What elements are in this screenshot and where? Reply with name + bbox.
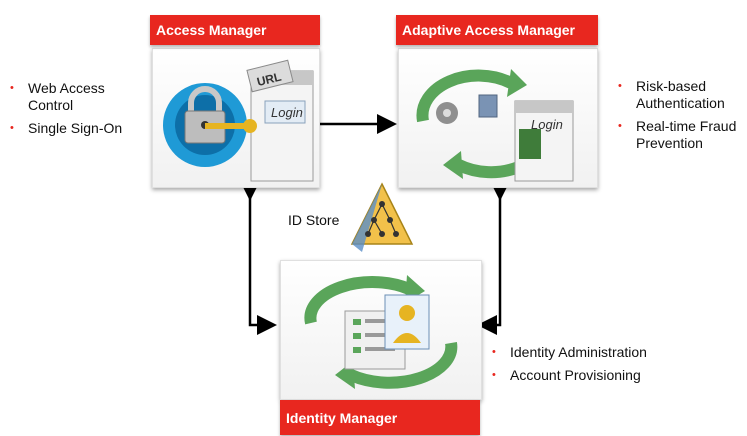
feature-item: Web Access Control — [8, 80, 143, 114]
oaam-oim-connector — [477, 181, 510, 335]
feature-item: Identity Administration — [490, 344, 740, 361]
adaptive-access-illustration: Login — [416, 69, 574, 182]
access-manager-panel: Login URL — [152, 48, 320, 188]
id-store-icon — [350, 182, 414, 252]
access-manager-illustration: Login URL — [163, 59, 314, 182]
identity-manager-illustration — [304, 275, 458, 389]
identity-manager-features: Identity Administration Account Provisio… — [490, 344, 740, 390]
feature-item: Real-time Fraud Prevention — [616, 118, 746, 152]
am-oim-connector — [240, 181, 277, 335]
id-store-label: ID Store — [288, 212, 340, 228]
feature-item: Risk-based Authentication — [616, 78, 746, 112]
identity-manager-header: Identity Manager — [280, 400, 480, 435]
adaptive-access-manager-panel: Login — [398, 48, 598, 188]
url-tag-text: URL — [255, 70, 282, 90]
access-manager-header: Access Manager — [150, 15, 320, 45]
adaptive-access-manager-features: Risk-based Authentication Real-time Frau… — [616, 78, 746, 158]
login-text-2: Login — [531, 117, 563, 132]
access-manager-features: Web Access Control Single Sign-On — [8, 80, 143, 143]
feature-item: Single Sign-On — [8, 120, 143, 137]
adaptive-access-manager-header: Adaptive Access Manager — [396, 15, 598, 45]
feature-item: Account Provisioning — [490, 367, 740, 384]
login-text: Login — [271, 105, 303, 120]
identity-manager-panel — [280, 260, 482, 400]
